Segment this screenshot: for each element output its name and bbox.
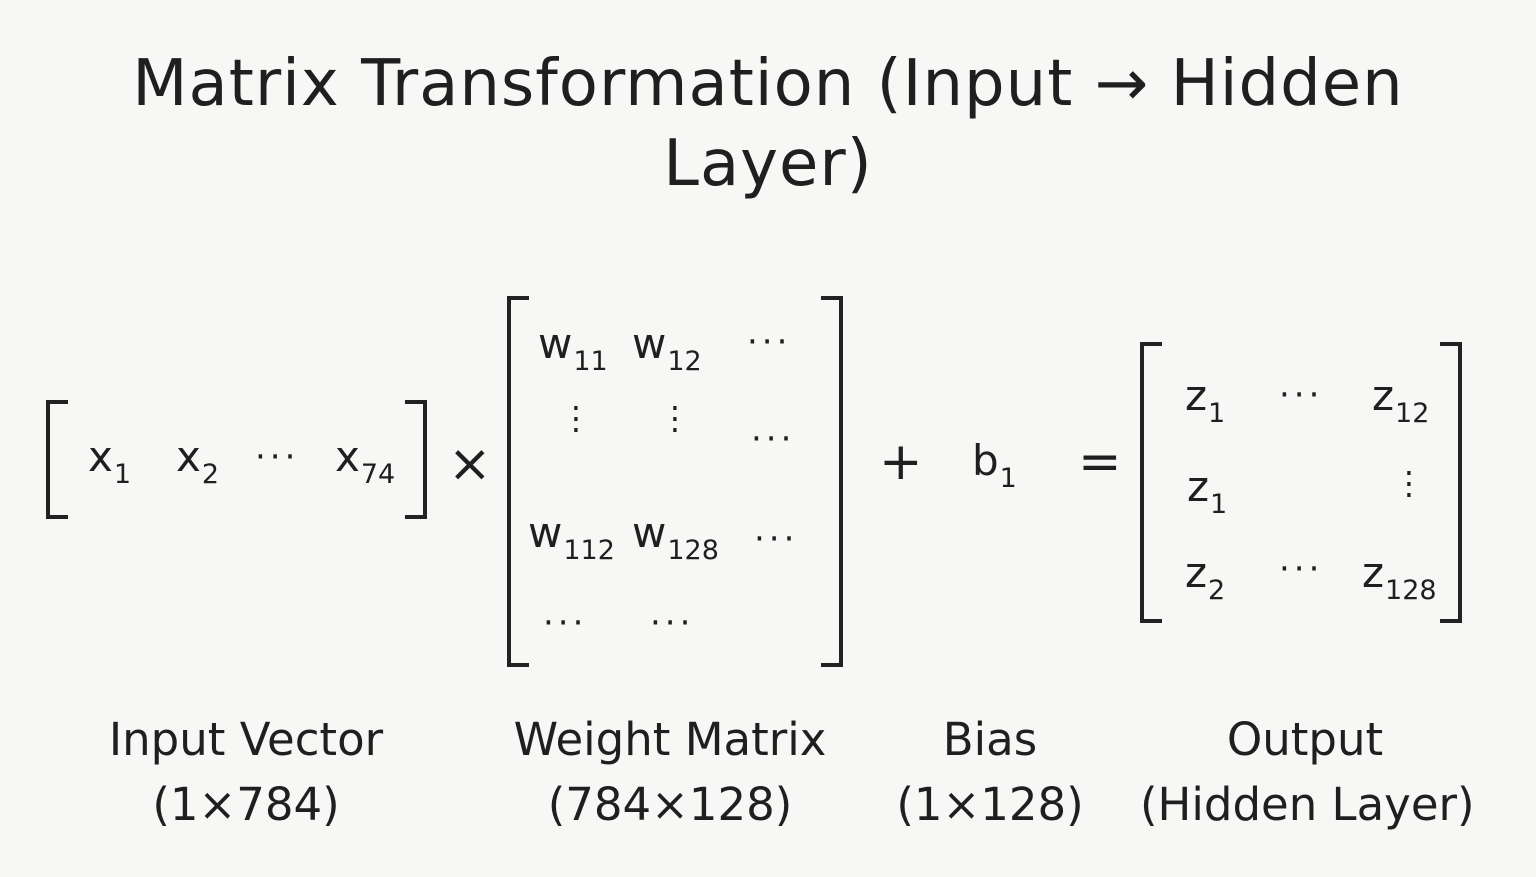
weight-col1-vertical-ellipsis: ⋮ [560, 399, 592, 437]
weight-row4-ellipsis-col2: ··· [650, 603, 695, 643]
weight-row1-ellipsis: ··· [747, 322, 792, 362]
output-entry-z12: z12 [1372, 371, 1430, 429]
bias-label-name: Bias [942, 713, 1038, 766]
output-vertical-ellipsis: ⋮ [1393, 464, 1425, 502]
input-ellipsis: ··· [255, 437, 300, 477]
output-entry-z128: z128 [1362, 548, 1437, 606]
output-entry-z2: z2 [1185, 548, 1226, 606]
input-vector-right-bracket [405, 400, 427, 519]
output-left-bracket [1140, 342, 1162, 623]
output-entry-z1-top: z1 [1185, 371, 1226, 429]
weight-entry-w11: w11 [538, 319, 608, 377]
input-entry-x2: x2 [176, 432, 220, 490]
bias-label: Bias (1×128) [895, 707, 1085, 838]
output-entry-z1-middle: z1 [1187, 462, 1228, 520]
input-vector-label: Input Vector (1×784) [96, 707, 396, 838]
weight-entry-w12: w12 [632, 319, 702, 377]
weight-matrix-left-bracket [507, 296, 529, 667]
bias-entry-b1: b1 [972, 436, 1017, 494]
weight-entry-w128: w128 [632, 508, 719, 566]
plus-operator: + [879, 432, 923, 492]
input-vector-left-bracket [46, 400, 68, 519]
weight-matrix-right-bracket [821, 296, 843, 667]
weight-entry-w112: w112 [528, 508, 615, 566]
input-vector-label-name: Input Vector [108, 713, 384, 766]
weight-row2-ellipsis: ··· [751, 419, 796, 459]
equals-operator: = [1078, 432, 1122, 492]
output-right-bracket [1440, 342, 1462, 623]
output-row1-ellipsis: ··· [1279, 375, 1324, 415]
input-entry-x1: x1 [88, 432, 132, 490]
diagram-title-line-2: Layer) [663, 127, 873, 201]
output-row3-ellipsis: ··· [1279, 549, 1324, 589]
weight-matrix-label: Weight Matrix (784×128) [500, 707, 840, 838]
input-entry-x74: x74 [335, 432, 396, 490]
weight-col2-vertical-ellipsis: ⋮ [659, 399, 691, 437]
multiply-operator: × [448, 434, 492, 494]
output-label-name: Output [1226, 713, 1384, 766]
weight-row3-ellipsis: ··· [754, 519, 799, 559]
weight-matrix-label-name: Weight Matrix [513, 713, 827, 766]
input-vector-label-shape: (1×784) [152, 778, 340, 832]
output-label: Output (Hidden Layer) [1140, 707, 1475, 838]
output-label-shape: (Hidden Layer) [1140, 778, 1475, 832]
weight-row4-ellipsis-col1: ··· [543, 603, 588, 643]
weight-matrix-label-shape: (784×128) [547, 778, 793, 832]
diagram-title-line-1: Matrix Transformation (Input → Hidden [132, 47, 1404, 121]
bias-label-shape: (1×128) [896, 778, 1084, 832]
